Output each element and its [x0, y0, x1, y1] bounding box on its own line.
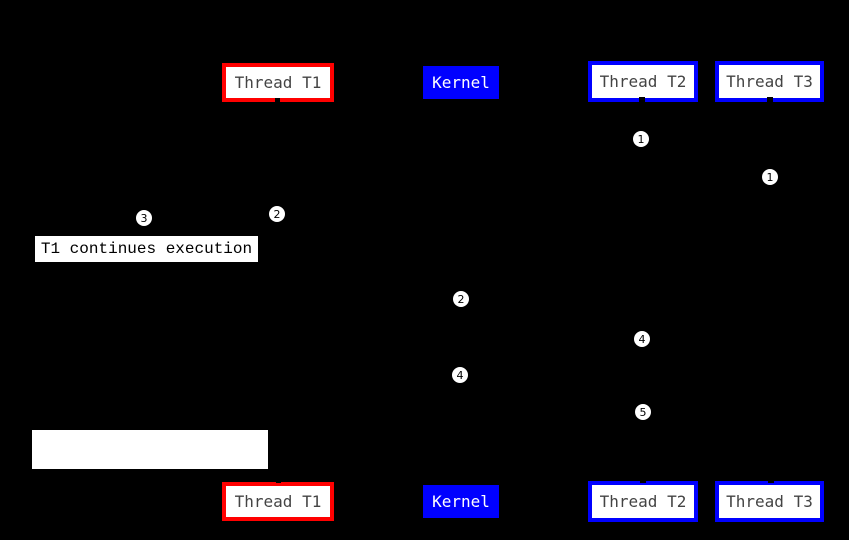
connector-tick — [640, 476, 646, 483]
node-thread-t2-bottom: Thread T2 — [588, 481, 698, 522]
node-thread-t3-top: Thread T3 — [715, 61, 824, 102]
node-thread-t1-bottom: Thread T1 — [222, 482, 334, 521]
step-marker-2: 2 — [269, 206, 285, 222]
step-marker-4: 4 — [634, 331, 650, 347]
connector-tick — [275, 98, 280, 104]
label-blank-note — [32, 430, 268, 469]
connector-tick — [639, 97, 645, 103]
step-marker-5: 5 — [635, 404, 651, 420]
node-kernel-top: Kernel — [423, 66, 499, 99]
connector-tick — [276, 477, 281, 483]
step-marker-4: 4 — [452, 367, 468, 383]
node-kernel-bottom: Kernel — [423, 485, 499, 518]
step-marker-3: 3 — [136, 210, 152, 226]
step-marker-1: 1 — [762, 169, 778, 185]
label-t1-continues-execution: T1 continues execution — [35, 236, 258, 262]
node-thread-t3-bottom: Thread T3 — [715, 481, 824, 522]
connector-tick — [767, 97, 773, 103]
step-marker-2: 2 — [453, 291, 469, 307]
node-thread-t1-top: Thread T1 — [222, 63, 334, 102]
connector-tick — [768, 476, 774, 483]
node-thread-t2-top: Thread T2 — [588, 61, 698, 102]
step-marker-1: 1 — [633, 131, 649, 147]
